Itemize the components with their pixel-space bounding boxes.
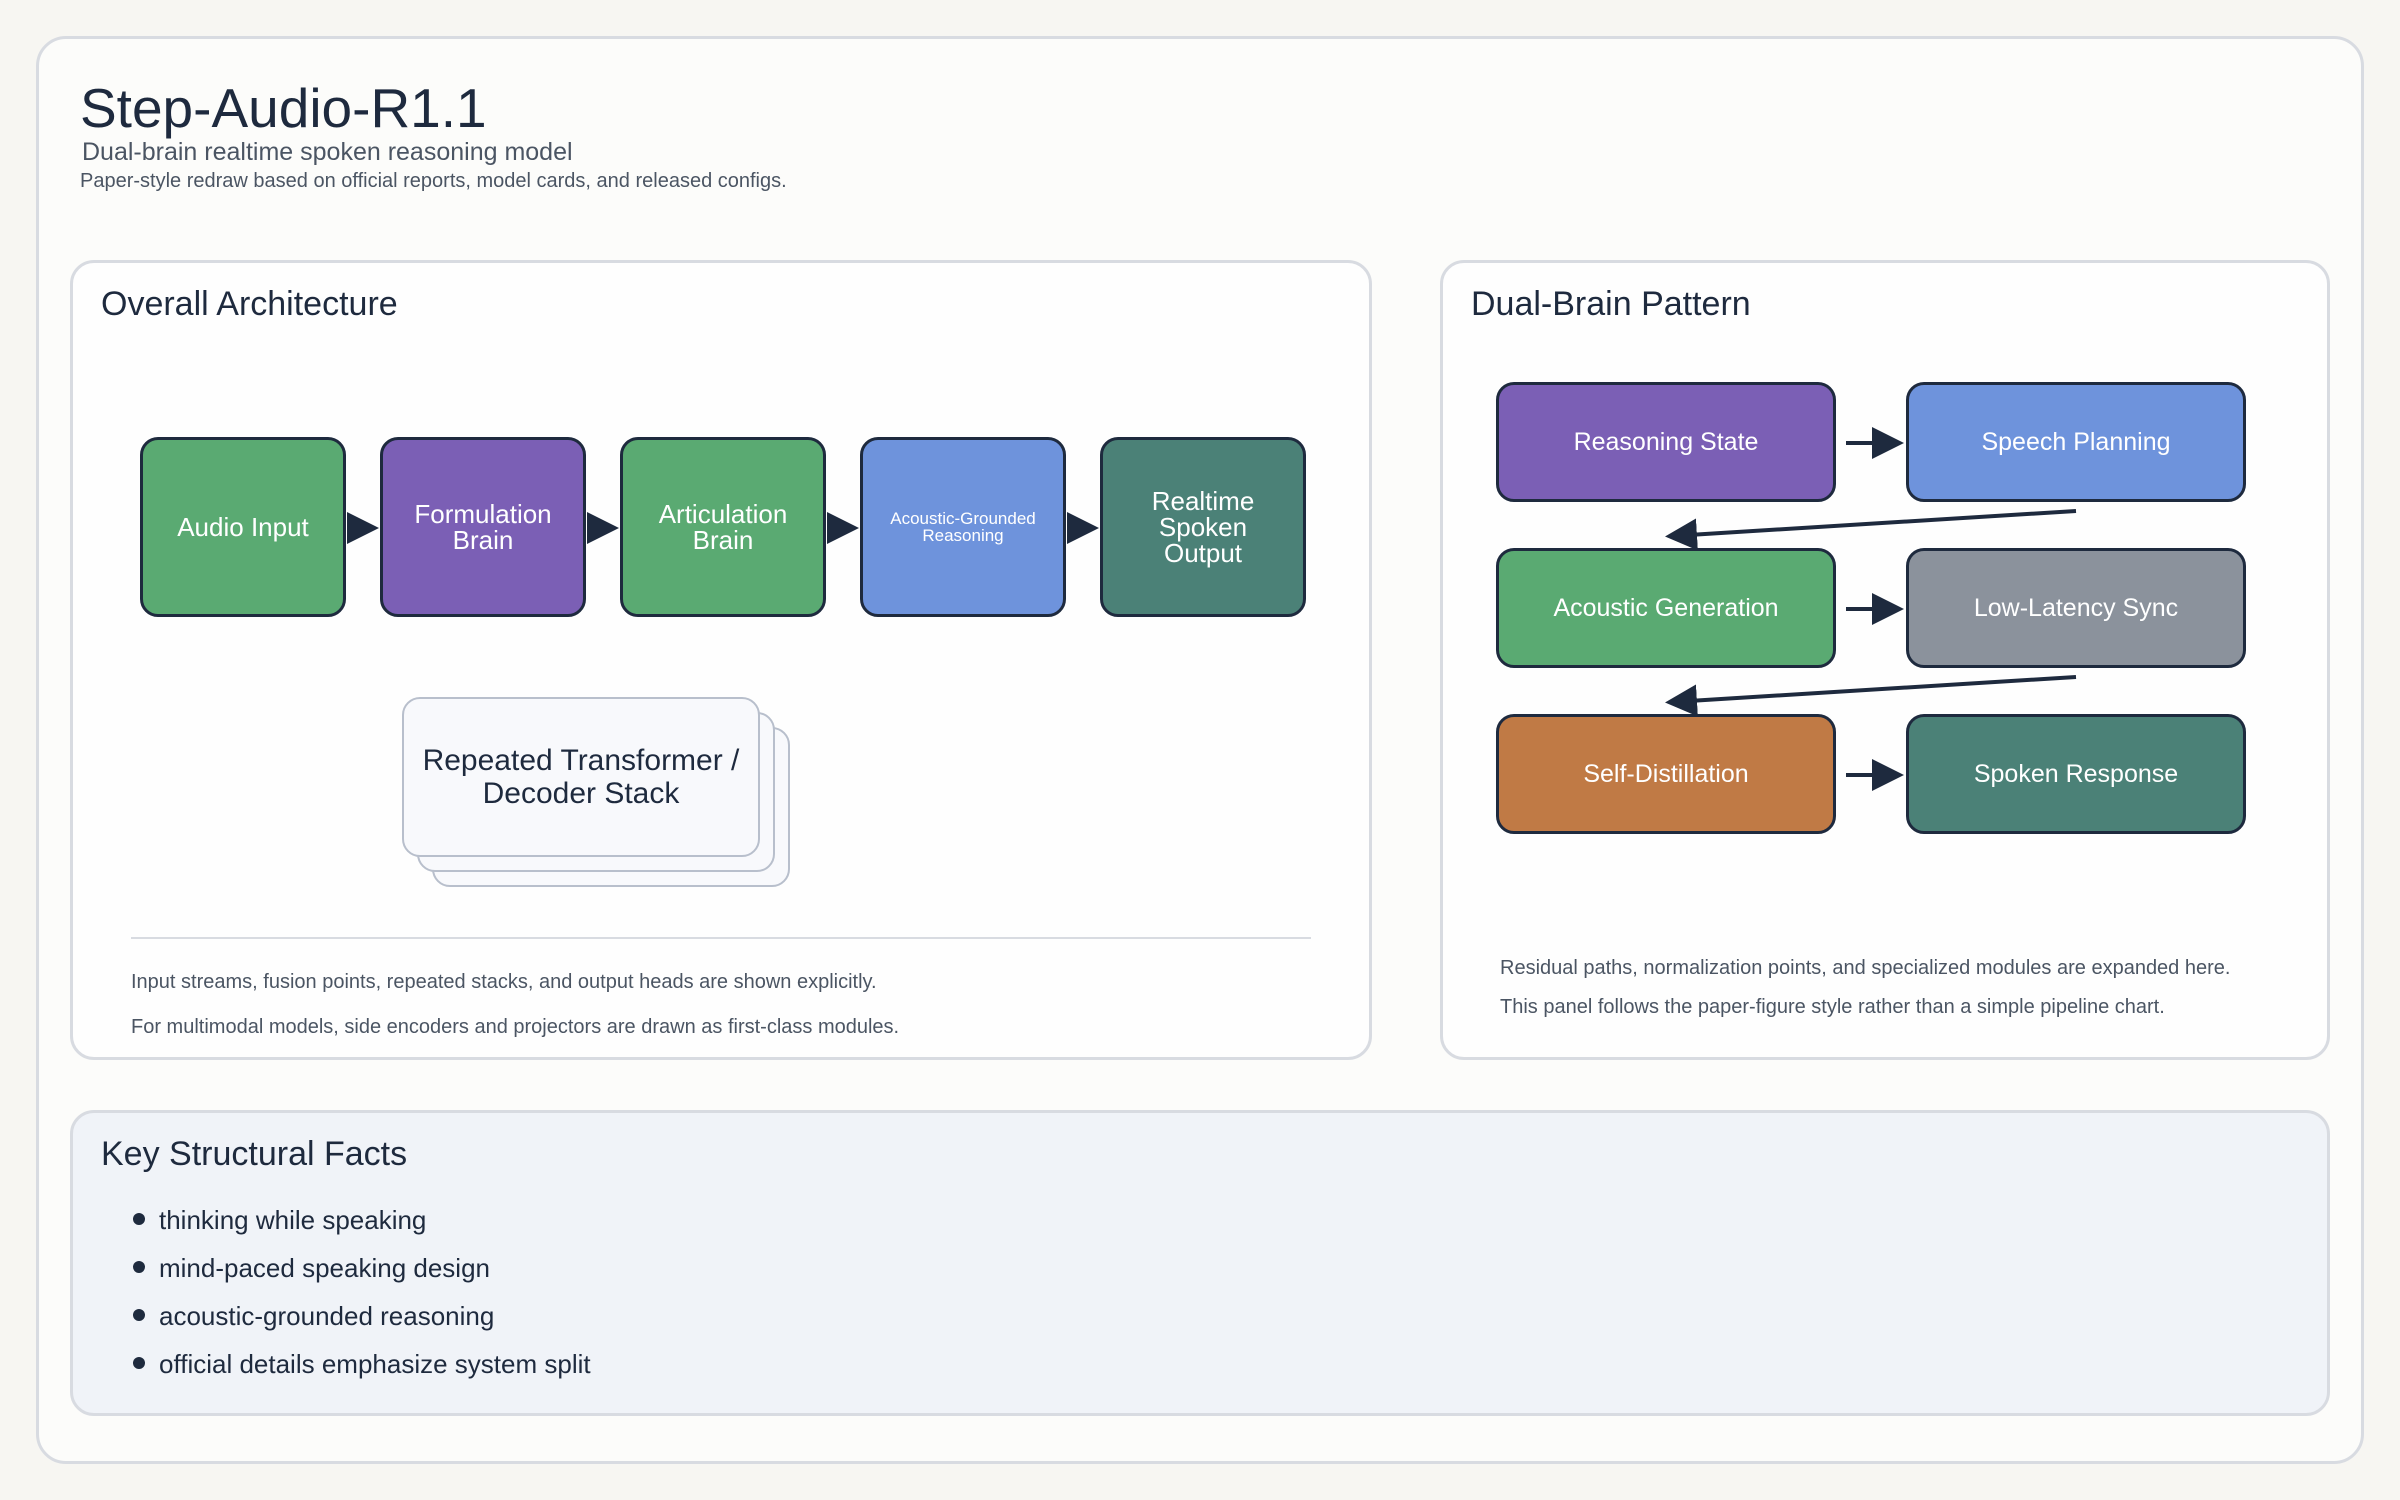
acoustic-grounded-reasoning-node: Acoustic-Grounded Reasoning: [860, 437, 1066, 617]
dual-brain-title: Dual-Brain Pattern: [1471, 285, 1751, 323]
self-distillation-node: Self-Distillation: [1496, 714, 1836, 834]
key-facts-title: Key Structural Facts: [101, 1135, 408, 1173]
dual-brain-caption-1: Residual paths, normalization points, an…: [1500, 957, 2231, 979]
bullet-dot: [133, 1261, 145, 1273]
fact-item: mind-paced speaking design: [159, 1253, 490, 1283]
bullet-dot: [133, 1357, 145, 1369]
fact-item: thinking while speaking: [159, 1205, 427, 1235]
arrow-sync-distillation: [1665, 675, 2077, 717]
arrow-speech-acoustic: [1665, 509, 2077, 551]
key-facts-panel: Key Structural Facts thinking while spea…: [70, 1110, 2330, 1416]
realtime-spoken-output-node: Realtime Spoken Output: [1100, 437, 1306, 617]
formulation-brain-node: Formulation Brain: [380, 437, 586, 617]
dual-brain-caption-2: This panel follows the paper-figure styl…: [1500, 996, 2165, 1018]
spoken-response-node: Spoken Response: [1906, 714, 2246, 834]
repeated-stack-label: Repeated Transformer / Decoder Stack: [422, 744, 740, 810]
articulation-brain-node: Articulation Brain: [620, 437, 826, 617]
architecture-arrows: [347, 512, 1099, 544]
source-note: Paper-style redraw based on official rep…: [80, 170, 787, 192]
architecture-caption-2: For multimodal models, side encoders and…: [131, 1016, 900, 1038]
page-title: Step-Audio-R1.1: [80, 77, 487, 139]
architecture-title: Overall Architecture: [101, 285, 398, 323]
dual-brain-arrows: [1665, 427, 2077, 791]
architecture-caption-1: Input streams, fusion points, repeated s…: [131, 971, 877, 993]
page-subtitle: Dual-brain realtime spoken reasoning mod…: [82, 138, 573, 166]
speech-planning-node: Speech Planning: [1906, 382, 2246, 502]
fact-item: official details emphasize system split: [159, 1349, 591, 1379]
low-latency-sync-node: Low-Latency Sync: [1906, 548, 2246, 668]
stack-card-front: [402, 697, 760, 857]
reasoning-state-node: Reasoning State: [1496, 382, 1836, 502]
fact-item: acoustic-grounded reasoning: [159, 1301, 495, 1331]
architecture-panel: Overall Architecture Audio Input Formula…: [70, 260, 1372, 1060]
dual-brain-panel: Dual-Brain Pattern Reasoning State Speec…: [1440, 260, 2330, 1060]
audio-input-node: Audio Input: [140, 437, 346, 617]
acoustic-generation-node: Acoustic Generation: [1496, 548, 1836, 668]
bullet-dot: [133, 1213, 145, 1225]
bullet-dot: [133, 1309, 145, 1321]
architecture-divider: [131, 937, 1311, 939]
